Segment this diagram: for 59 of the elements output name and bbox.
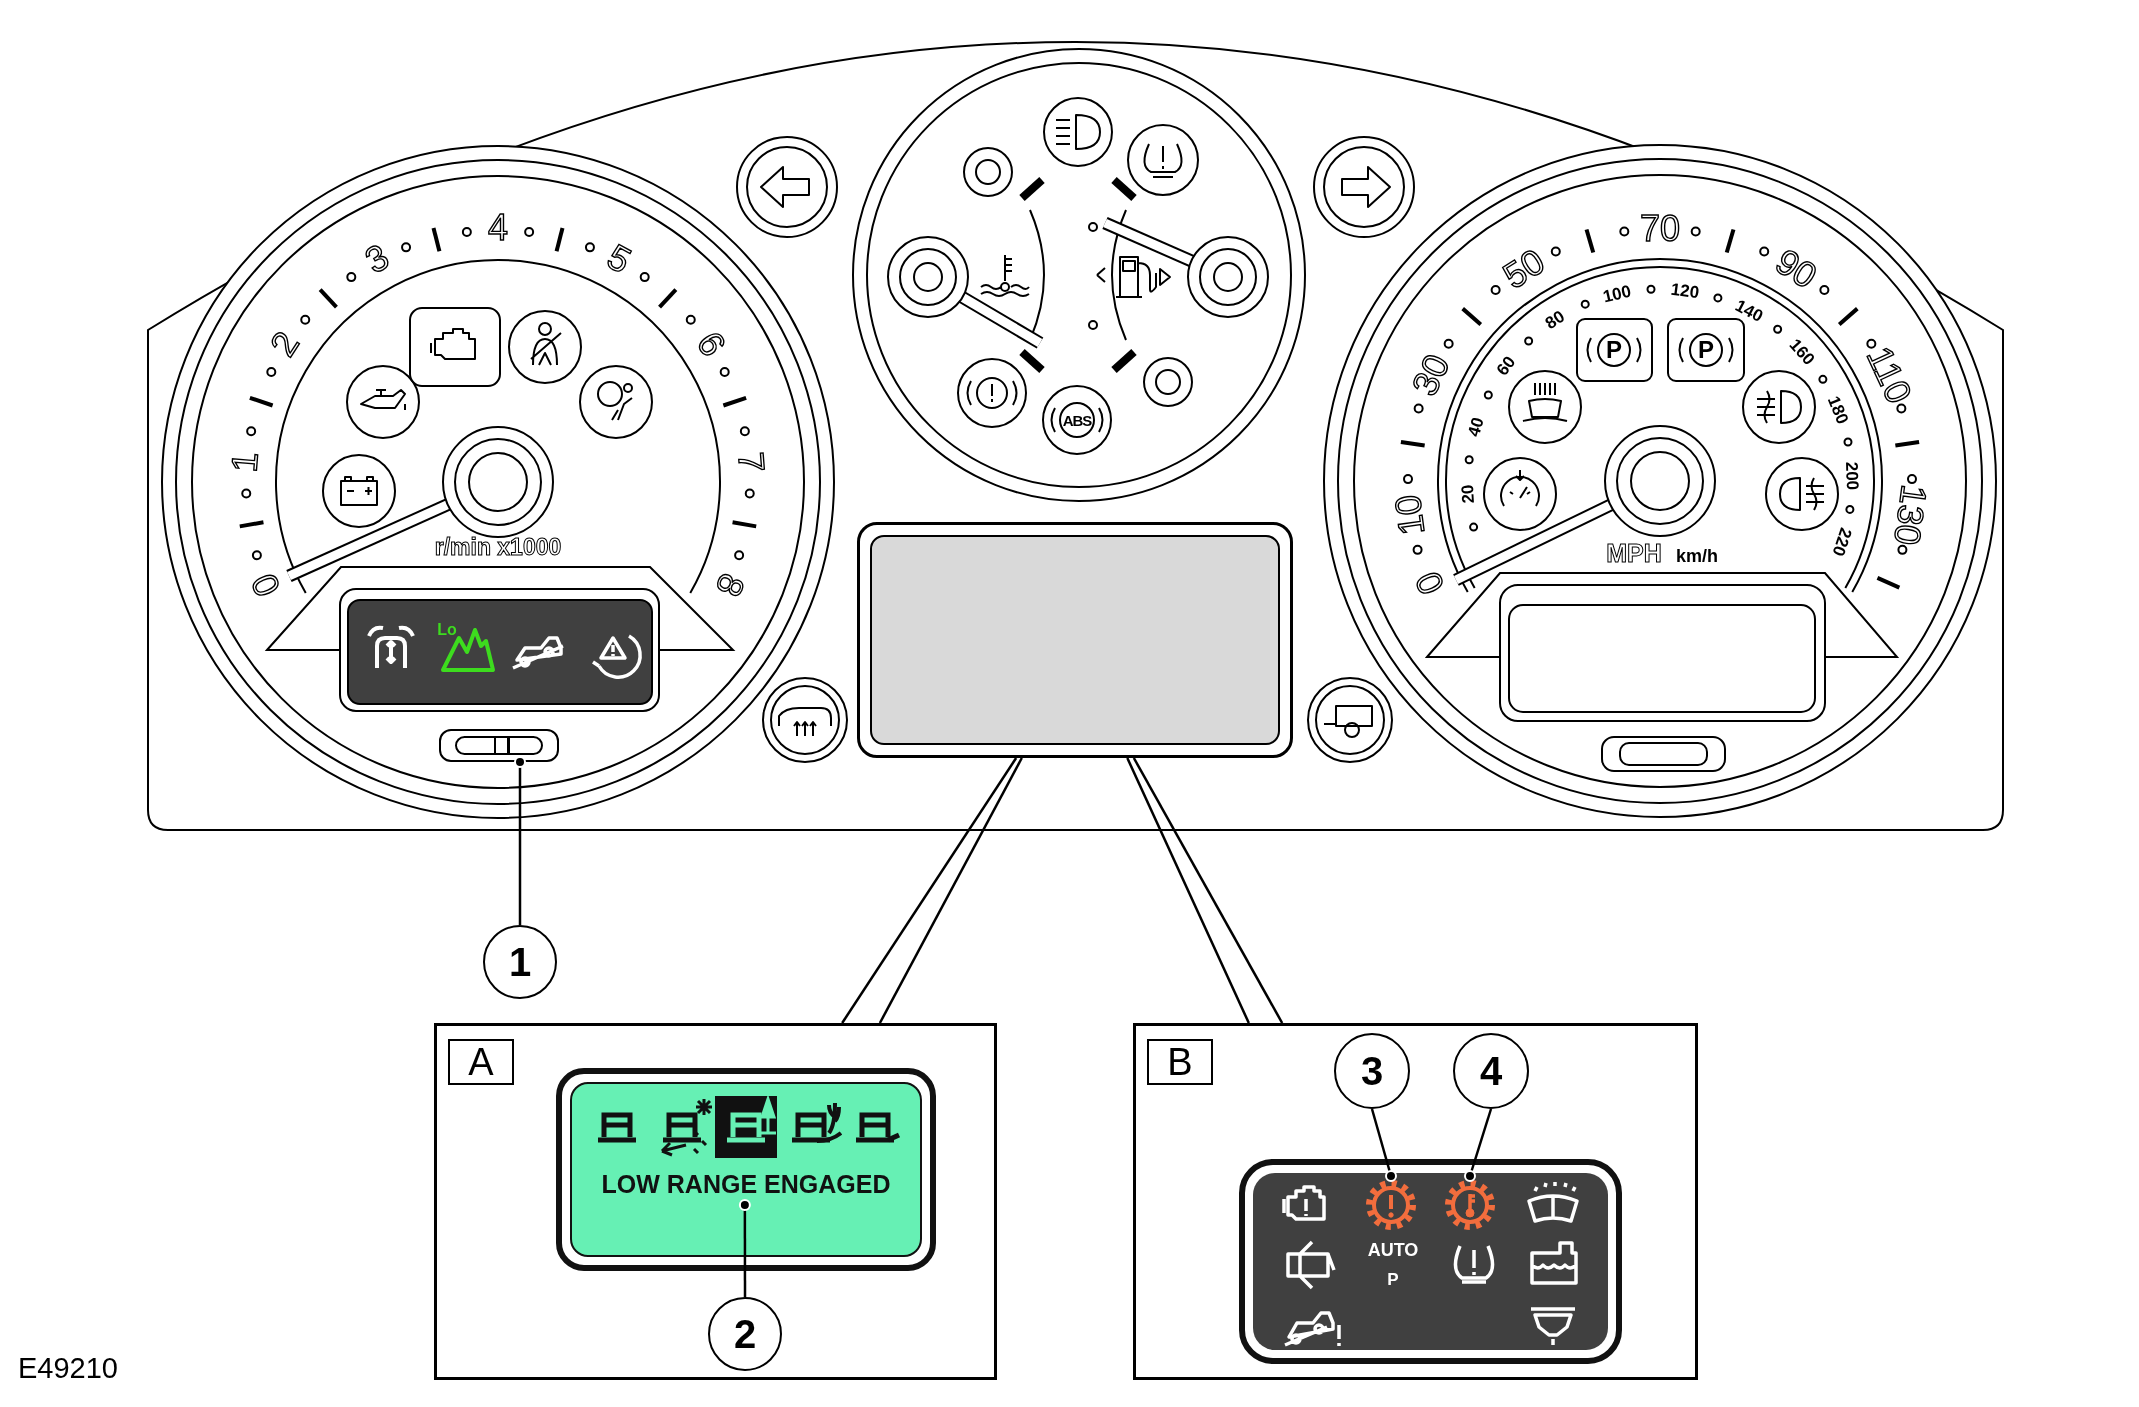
scale-number: 0 — [1409, 567, 1451, 600]
scale-number: 220 — [1829, 526, 1855, 559]
indicator-text: Lo — [437, 622, 457, 638]
scale-number: 60 — [1493, 353, 1519, 379]
callout-number: 3 — [1334, 1033, 1410, 1109]
message-display — [857, 522, 1293, 758]
indicator-text: P — [1606, 338, 1622, 362]
callout-number: 1 — [483, 925, 557, 999]
trip-reset-button — [439, 729, 559, 762]
panel-letter: B — [1147, 1039, 1213, 1085]
scale-number: 40 — [1465, 415, 1487, 438]
scale-number: 7 — [732, 450, 770, 474]
unit-label: km/h — [1676, 547, 1718, 565]
leader-line — [514, 756, 526, 925]
callout-number: 2 — [708, 1297, 782, 1371]
indicator-text: AUTO — [1367, 1241, 1419, 1259]
scale-number: 5 — [601, 238, 637, 280]
indicator-text: ABS — [1062, 412, 1092, 428]
scale-number: 140 — [1732, 296, 1766, 326]
scale-number: 3 — [359, 238, 395, 280]
detail-line — [1132, 757, 1284, 1024]
leader-line — [1464, 1108, 1493, 1182]
detail-panel — [1133, 1023, 1698, 1380]
scale-number: 10 — [1389, 492, 1431, 538]
scale-number: 4 — [488, 210, 508, 246]
lcd-screen — [556, 1068, 936, 1271]
leader-line — [1370, 1108, 1397, 1182]
scale-number: 1 — [226, 450, 264, 474]
scale-number: 120 — [1669, 280, 1700, 301]
scale-number: 110 — [1860, 341, 1918, 409]
figure-number: E49210 — [18, 1353, 118, 1383]
leader-line — [738, 1199, 751, 1297]
scale-number: 0 — [245, 568, 287, 602]
display-message: LOW RANGE ENGAGED — [600, 1170, 892, 1199]
scale-number: 180 — [1825, 393, 1852, 426]
detail-line — [841, 757, 1018, 1024]
scale-number: 80 — [1542, 307, 1568, 333]
scale-number: 70 — [1640, 211, 1680, 247]
indicator-text: P — [1387, 1270, 1399, 1288]
panel-letter: A — [448, 1039, 514, 1085]
indicator-text: P — [1698, 338, 1714, 362]
detail-line — [878, 757, 1023, 1024]
scale-number: 2 — [264, 325, 306, 362]
scale-number: 50 — [1497, 242, 1551, 295]
detail-panel — [434, 1023, 997, 1380]
scale-number: 6 — [690, 325, 732, 362]
scale-number: 100 — [1601, 282, 1634, 306]
unit-label: MPH — [1606, 540, 1662, 566]
scale-number: 200 — [1843, 461, 1861, 490]
scale-number: 30 — [1406, 349, 1457, 401]
unit-label: r/min x1000 — [434, 535, 562, 559]
callout-number: 4 — [1453, 1033, 1529, 1109]
scale-number: 160 — [1786, 336, 1819, 369]
warning-display — [1239, 1159, 1622, 1364]
scale-number: 90 — [1769, 242, 1823, 295]
scale-number: 8 — [709, 568, 751, 602]
detail-line — [1126, 757, 1250, 1024]
scale-number: 130 — [1887, 482, 1932, 547]
scale-number: 20 — [1459, 483, 1478, 504]
